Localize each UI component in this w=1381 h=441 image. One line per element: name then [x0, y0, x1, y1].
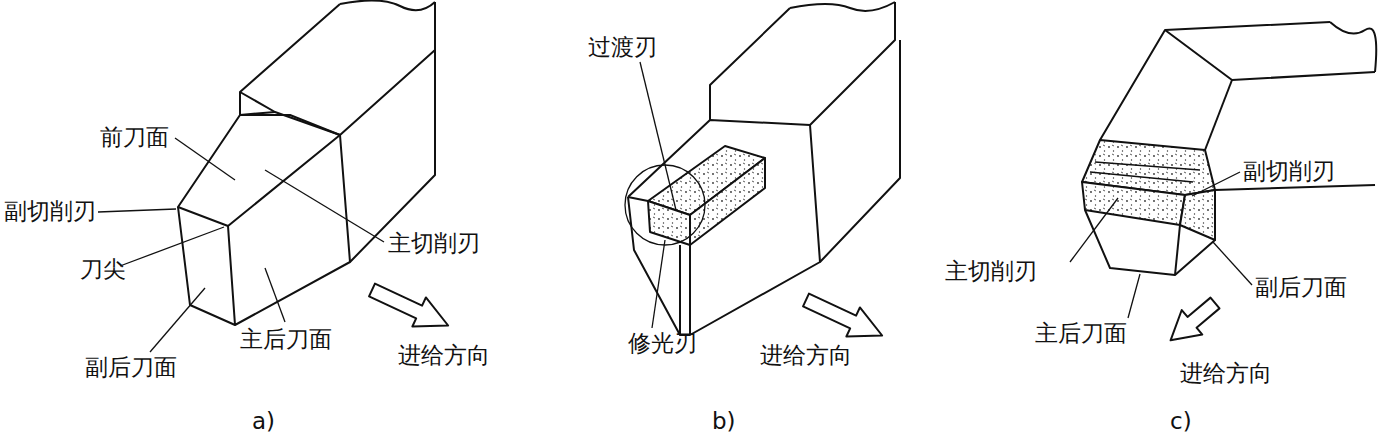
tool-c	[1070, 22, 1376, 353]
part-label: c)	[1170, 408, 1192, 434]
tool-a	[98, 0, 455, 352]
part-label: 副切削刃	[4, 198, 96, 224]
part-label: 主后刀面	[240, 326, 332, 352]
part-label: 主切削刃	[945, 258, 1037, 284]
part-label: 进给方向	[760, 342, 852, 368]
tool-b	[625, 2, 900, 350]
part-label: 前刀面	[100, 124, 169, 150]
part-label: 过渡刃	[588, 34, 657, 60]
part-label: 副后刀面	[85, 354, 177, 380]
part-label: 主后刀面	[1035, 320, 1127, 346]
part-label: 进给方向	[1180, 360, 1272, 386]
part-label: a)	[252, 408, 275, 434]
part-label: b)	[712, 408, 736, 434]
part-label: 副后刀面	[1255, 274, 1347, 300]
part-label: 进给方向	[398, 342, 490, 368]
part-label: 修光刃	[628, 330, 697, 356]
part-label: 副切削刃	[1243, 158, 1335, 184]
part-label: 刀尖	[80, 256, 126, 282]
part-label: 主切削刃	[388, 230, 480, 256]
